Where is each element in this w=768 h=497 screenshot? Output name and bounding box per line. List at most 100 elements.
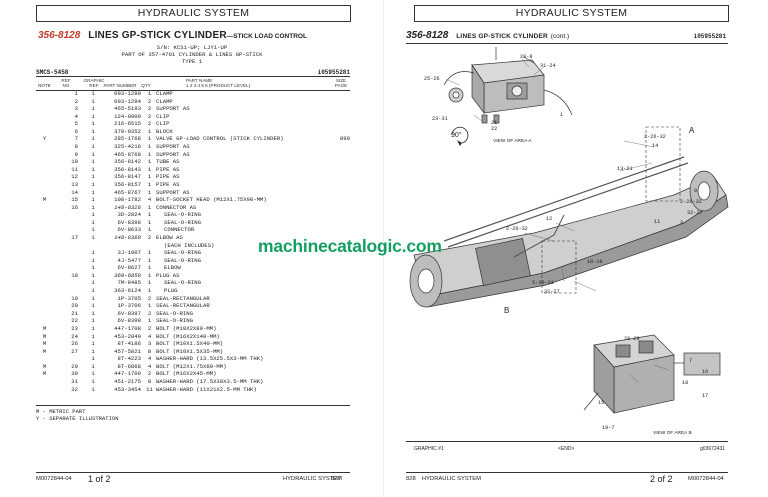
row-part-number: 148-8368	[114, 233, 141, 241]
footer-code-right: M0072844-04	[688, 476, 724, 482]
row-size-page	[330, 310, 350, 318]
row-ref-no: 19	[71, 294, 78, 302]
graphic-label: GRAPHIC #1	[414, 446, 444, 452]
row-note	[36, 264, 53, 272]
row-ref-no: 16	[71, 203, 78, 211]
row-ref-no: 29	[71, 362, 78, 370]
row-size-page	[330, 128, 350, 136]
row-qty: 1	[147, 165, 152, 173]
row-size-page: 890	[339, 135, 350, 143]
callout-22: 22	[491, 126, 498, 132]
row-part-number: 124-0909	[114, 112, 141, 120]
row-part-number: 108-1782	[114, 196, 141, 204]
row-part-name: (EACH INCLUDES)	[164, 241, 215, 249]
col-qty: QTY	[141, 83, 151, 88]
row-graphic-ref: 1	[91, 317, 95, 325]
row-qty: 1	[147, 256, 152, 264]
row-part-number: 465-5193	[114, 105, 141, 113]
row-qty: 1	[147, 287, 152, 295]
row-size-page	[330, 219, 350, 227]
row-qty: 1	[147, 211, 152, 219]
graphic-rule	[406, 441, 728, 442]
row-qty: 2	[147, 233, 152, 241]
row-part-name: WASHER-HARD (17.5X30X3.5-MM THK)	[156, 377, 264, 385]
row-note: M	[42, 332, 47, 340]
row-size-page	[330, 196, 350, 204]
row-note	[36, 355, 53, 363]
row-part-name: BLOCK	[156, 127, 173, 135]
row-qty: 4	[147, 355, 152, 363]
row-graphic-ref: 1	[91, 203, 95, 211]
row-qty: 1	[147, 180, 152, 188]
row-qty: 1	[147, 135, 152, 143]
row-part-number: 356-8142	[114, 158, 141, 166]
row-part-name: BOLT (M16X2X140-MM)	[156, 332, 220, 340]
view-area-b-label: VIEW OF AREA B	[653, 431, 692, 436]
row-ref-no: 10	[71, 158, 78, 166]
row-part-name: SUPPORT AS	[156, 143, 190, 151]
row-ref-no: 18	[71, 271, 78, 279]
row-ref-no: 2	[74, 97, 78, 105]
footer-page-number-right: 828	[406, 476, 416, 482]
row-qty: 1	[147, 90, 152, 97]
row-part-number: 1P-3706	[117, 302, 142, 310]
callout-3: 3	[680, 220, 684, 226]
row-qty: 1	[147, 317, 152, 325]
row-part-number: 216-6515	[114, 120, 141, 128]
row-size-page	[330, 226, 350, 234]
row-part-number: 356-8143	[114, 165, 141, 173]
section-header-right: HYDRAULIC SYSTEM	[414, 5, 729, 22]
row-part-name: CLAMP	[156, 97, 173, 105]
serial-range: S/N: KCS1-UP; LJY1-UP	[156, 44, 228, 51]
callout-12: 12	[546, 216, 553, 222]
row-ref-no: 17	[71, 233, 78, 241]
row-ref-no: 7	[74, 135, 78, 143]
leader-lines	[445, 58, 670, 384]
row-part-name: PIPE AS	[156, 173, 180, 181]
row-ref-no: 30	[71, 370, 78, 378]
row-part-name: ELBOW AS	[156, 233, 183, 241]
callout-21: 21	[491, 120, 498, 126]
row-ref-no: 22	[71, 317, 78, 325]
row-note	[36, 234, 53, 242]
row-part-name: SUPPORT AS	[156, 105, 190, 113]
row-qty: 3	[147, 340, 152, 348]
callout-18: 18	[682, 380, 689, 386]
col-part-number: PART NUMBER	[103, 83, 137, 88]
row-size-page	[330, 257, 350, 265]
row-qty: 8	[147, 347, 152, 355]
row-qty: 4	[147, 362, 152, 370]
row-note	[36, 113, 53, 121]
row-part-number: 1P-3705	[117, 294, 142, 302]
row-size-page	[330, 189, 350, 197]
section-header: HYDRAULIC SYSTEM	[36, 5, 351, 22]
callout-10-19: 10-19	[587, 259, 603, 265]
area-a-detail	[443, 47, 573, 124]
stick-cylinder	[409, 156, 729, 308]
row-part-number: 6V-8627	[117, 264, 142, 272]
exploded-illustration	[409, 47, 729, 414]
callout-16: 16	[702, 369, 709, 375]
footer-code: M0072844-04	[36, 476, 72, 482]
row-part-number: 4J-5477	[117, 256, 142, 264]
row-qty: 8	[147, 377, 152, 385]
watermark: machinecatalogic.com	[258, 236, 442, 256]
row-note	[36, 272, 53, 280]
doc-id-right: i05955281	[693, 33, 726, 40]
row-qty: 2	[147, 97, 152, 105]
